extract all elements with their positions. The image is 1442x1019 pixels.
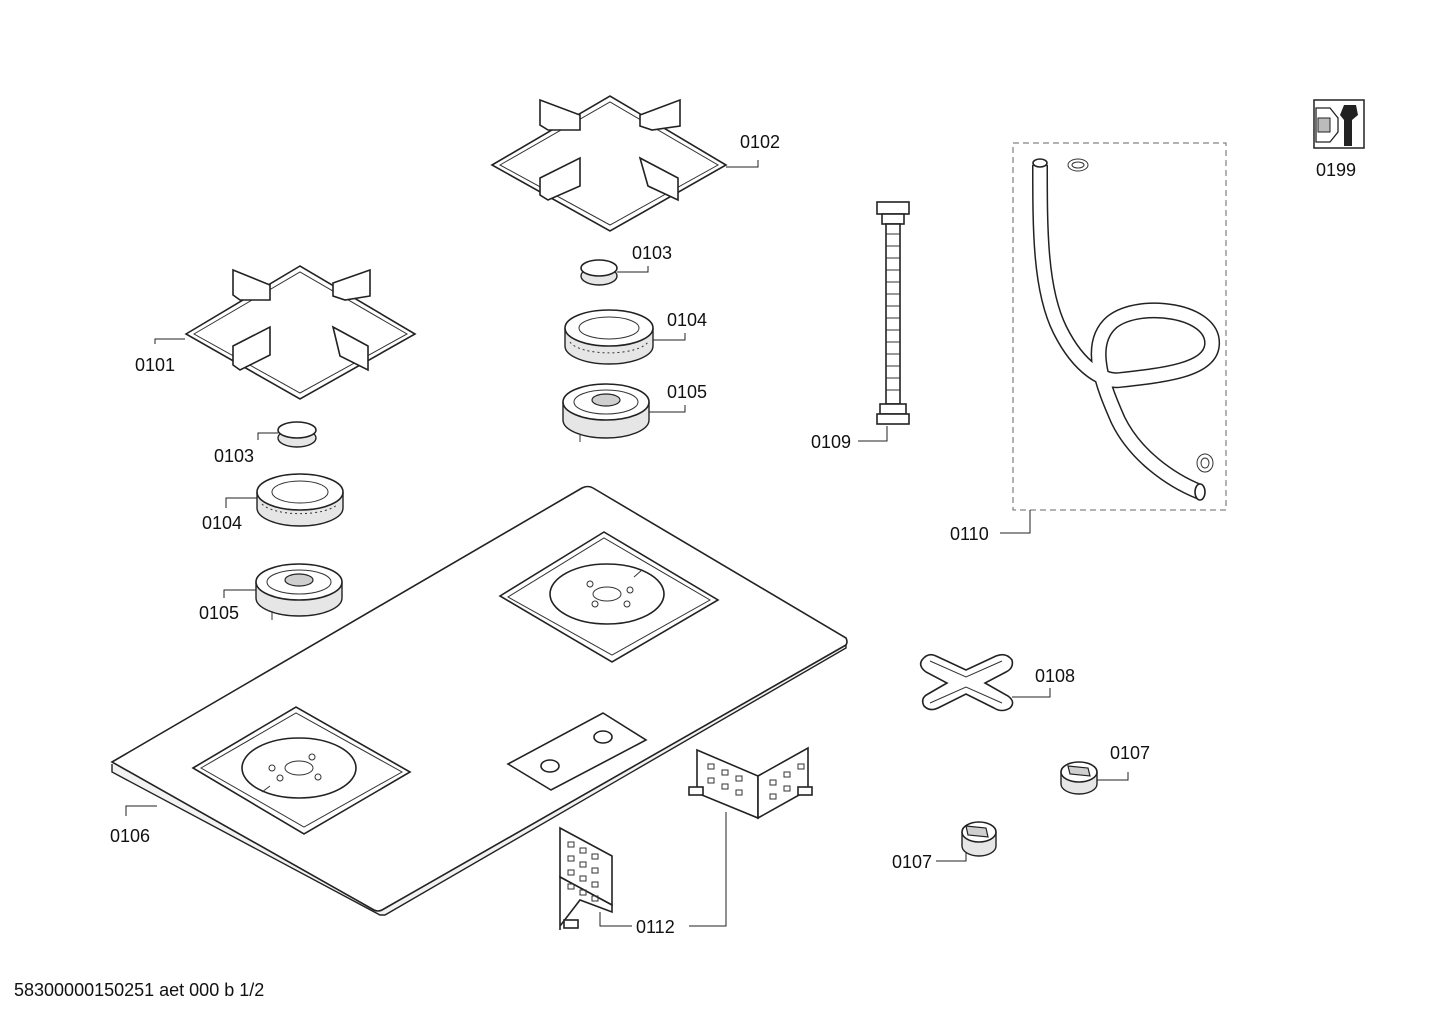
burner-cap-right[interactable] — [580, 259, 618, 286]
label-0199: 0199 — [1316, 160, 1356, 180]
wrench-tool-icon[interactable] — [1313, 99, 1365, 149]
label-0108: 0108 — [1035, 666, 1075, 686]
pan-support-left[interactable] — [184, 265, 417, 400]
control-knob-upper[interactable] — [1060, 761, 1098, 795]
flame-spreader-left[interactable] — [256, 473, 344, 527]
label-0104-left: 0104 — [202, 513, 242, 533]
pan-support-right[interactable] — [490, 95, 728, 232]
mounting-bracket-left[interactable] — [559, 826, 613, 930]
leader-0105-right — [649, 405, 686, 413]
leader-0102 — [726, 160, 759, 168]
burner-cap-left[interactable] — [277, 421, 317, 448]
leader-0107-lower — [936, 852, 967, 862]
burner-base-right[interactable] — [562, 383, 650, 442]
label-0101: 0101 — [135, 355, 175, 375]
label-0102: 0102 — [740, 132, 780, 152]
leader-0101 — [154, 338, 185, 344]
hose-kit[interactable] — [1032, 158, 1220, 501]
hob-glass-top[interactable] — [110, 485, 848, 916]
label-0103-right: 0103 — [632, 243, 672, 263]
label-0105-left: 0105 — [199, 603, 239, 623]
label-0103-left: 0103 — [214, 446, 254, 466]
label-0110: 0110 — [950, 524, 989, 544]
leader-0103-left — [257, 432, 278, 440]
document-footer-code: 58300000150251 aet 000 b 1/2 — [14, 980, 265, 1000]
leader-0104-left — [225, 497, 257, 508]
leader-0105-left — [223, 589, 256, 598]
burner-gasket[interactable] — [919, 653, 1014, 712]
leader-0108 — [1012, 688, 1051, 698]
label-0109: 0109 — [811, 432, 851, 452]
leader-0109 — [858, 426, 888, 442]
label-0105-right: 0105 — [667, 382, 707, 402]
leader-0110 — [1000, 510, 1031, 534]
burner-base-left[interactable] — [255, 563, 343, 620]
flame-spreader-right[interactable] — [564, 309, 654, 365]
label-0107-upper: 0107 — [1110, 743, 1150, 763]
leader-0103-right — [617, 266, 649, 273]
label-0106: 0106 — [110, 826, 150, 846]
leader-0104-right — [653, 333, 686, 341]
label-0104-right: 0104 — [667, 310, 707, 330]
control-knob-lower[interactable] — [961, 821, 997, 857]
label-0112: 0112 — [636, 917, 675, 937]
label-0107-lower: 0107 — [892, 852, 932, 872]
leader-0112 — [599, 812, 727, 927]
gas-pipe[interactable] — [876, 201, 910, 425]
leader-0107-upper — [1097, 772, 1129, 781]
mounting-bracket-right[interactable] — [688, 746, 813, 820]
leader-0106 — [125, 805, 157, 816]
